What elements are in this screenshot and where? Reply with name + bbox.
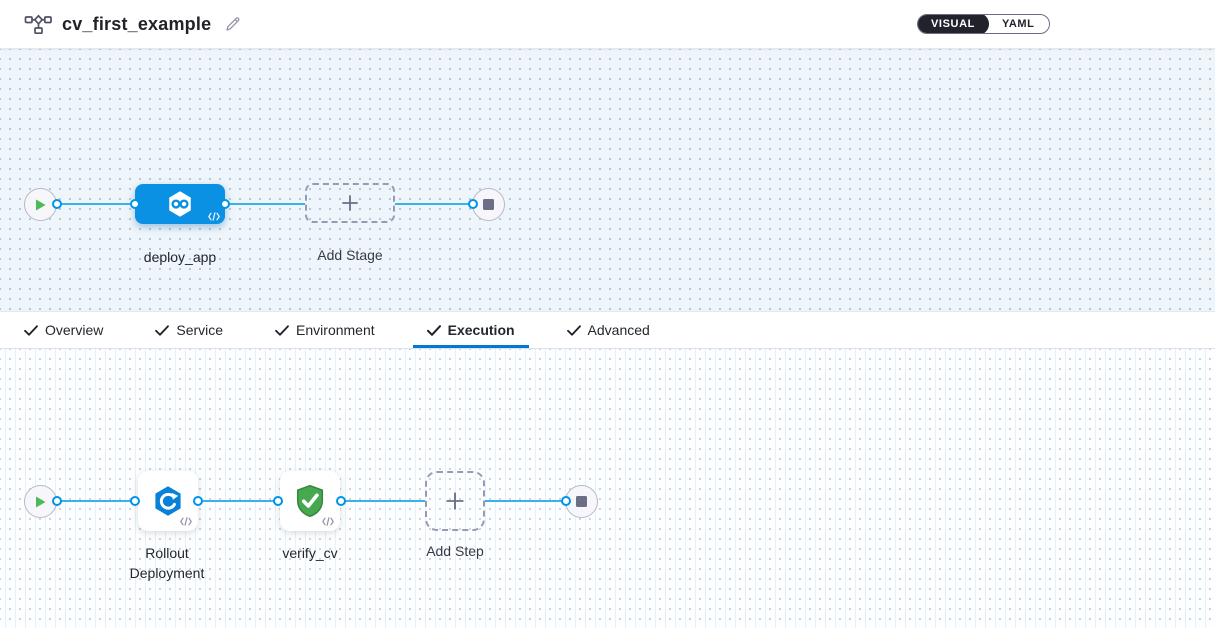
connector-dot[interactable] [52, 496, 62, 506]
connector-dot[interactable] [193, 496, 203, 506]
step-node-verify-cv[interactable] [280, 471, 340, 531]
connector-line [225, 203, 305, 205]
connector-line [57, 500, 135, 502]
stage-node-deploy-app[interactable] [135, 184, 225, 224]
connector-dot[interactable] [52, 199, 62, 209]
tab-overview[interactable]: Overview [24, 312, 103, 348]
connector-line [485, 500, 566, 502]
view-mode-toggle: VISUAL YAML [917, 14, 1050, 34]
step-label: verify_cv [282, 545, 338, 561]
check-icon [24, 324, 38, 336]
step-node-rollout-deployment[interactable] [138, 471, 198, 531]
cd-hexagon-infinity-icon [169, 191, 191, 217]
tab-label: Advanced [587, 322, 650, 338]
pipeline-icon [24, 14, 52, 35]
tab-service[interactable]: Service [155, 312, 223, 348]
add-step-label: Add Step [426, 543, 484, 559]
check-icon [426, 324, 441, 336]
tab-label: Environment [296, 322, 375, 338]
tab-label: Execution [447, 322, 515, 338]
stop-icon [483, 199, 494, 210]
edit-pencil-icon[interactable] [225, 16, 241, 32]
check-icon [566, 324, 581, 336]
add-stage-button[interactable] [305, 183, 395, 223]
connector-line [198, 500, 278, 502]
tab-label: Overview [45, 322, 104, 338]
check-icon [275, 324, 289, 336]
connector-dot[interactable] [561, 496, 571, 506]
connector-line [395, 203, 473, 205]
check-icon [155, 324, 170, 336]
stage-config-tabs: Overview Service Environment Execution A… [0, 311, 1215, 349]
execution-canvas[interactable]: Rollout Deployment verify_cv Add Step [0, 349, 1215, 628]
code-icon[interactable] [322, 517, 334, 526]
stop-icon [576, 496, 587, 507]
play-icon [36, 199, 46, 210]
play-icon [36, 496, 46, 507]
connector-dot[interactable] [336, 496, 346, 506]
rollout-deployment-icon [155, 486, 181, 516]
tab-environment[interactable]: Environment [275, 312, 375, 348]
stage-label: deploy_app [143, 249, 217, 265]
connector-dot[interactable] [273, 496, 283, 506]
add-stage-label: Add Stage [317, 247, 383, 263]
connector-line [57, 203, 135, 205]
execution-start-node[interactable] [24, 485, 57, 518]
tab-execution[interactable]: Execution [412, 312, 529, 348]
code-icon[interactable] [208, 212, 220, 221]
plus-icon [342, 195, 358, 211]
connector-dot[interactable] [130, 496, 140, 506]
stage-canvas[interactable]: deploy_app Add Stage [0, 49, 1215, 311]
code-icon[interactable] [180, 517, 192, 526]
toggle-visual[interactable]: VISUAL [917, 15, 989, 33]
page-title: cv_first_example [62, 13, 212, 34]
header: cv_first_example VISUAL YAML [0, 0, 1215, 49]
plus-icon [446, 492, 464, 510]
step-label: Rollout Deployment [129, 545, 205, 581]
shield-check-icon [296, 484, 324, 518]
pipeline-start-node[interactable] [24, 188, 57, 221]
tab-label: Service [176, 322, 224, 338]
add-step-button[interactable] [425, 471, 485, 531]
tab-advanced[interactable]: Advanced [566, 312, 650, 348]
connector-dot[interactable] [130, 199, 140, 209]
toggle-yaml[interactable]: YAML [1001, 18, 1035, 30]
connector-dot[interactable] [220, 199, 230, 209]
connector-dot[interactable] [468, 199, 478, 209]
connector-line [341, 500, 425, 502]
